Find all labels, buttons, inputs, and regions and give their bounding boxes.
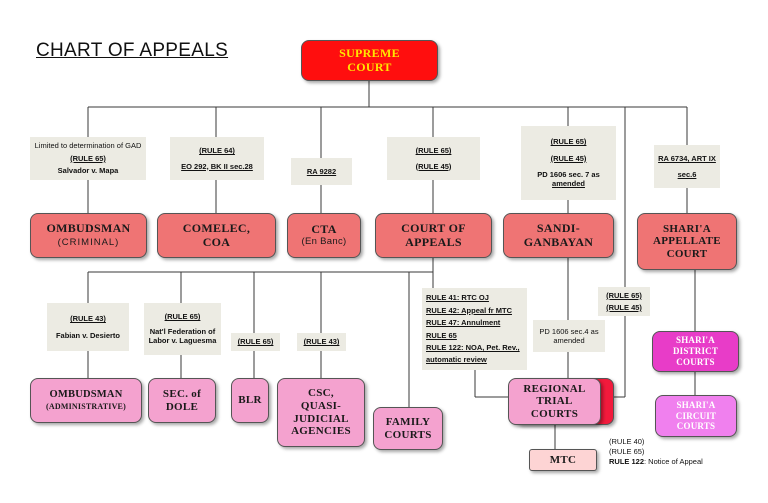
- note-cta: RA 9282: [291, 158, 352, 185]
- family-courts-box: FAMILY COURTS: [373, 407, 443, 450]
- ombudsman-administrative-box: OMBUDSMAN (ADMINISTRATIVE): [30, 378, 142, 423]
- note-ombudsman-admin: (RULE 43) Fabian v. Desierto: [47, 303, 129, 351]
- page-title: CHART OF APPEALS: [36, 40, 229, 61]
- note-shari-appellate: RA 6734, ART IX sec.6: [654, 145, 720, 188]
- blr-box: BLR: [231, 378, 269, 423]
- note-sec-dole: (RULE 65) Nat'l Federation of Labor v. L…: [144, 303, 221, 355]
- sandiganbayan-box: SANDI- GANBAYAN: [503, 213, 614, 258]
- note-rtc-rules: RULE 41: RTC OJ RULE 42: Appeal fr MTC R…: [422, 288, 527, 370]
- court-of-appeals-box: COURT OF APPEALS: [375, 213, 492, 258]
- note-comelec-coa: (RULE 64) EO 292, BK II sec.28: [170, 137, 264, 180]
- note-ombudsman-criminal: Limited to determination of GAD (RULE 65…: [30, 137, 146, 180]
- mtc-box: MTC: [529, 449, 597, 471]
- shari-appellate-court-box: SHARI'A APPELLATE COURT: [637, 213, 737, 270]
- supreme-court-box: SUPREME COURT: [301, 40, 438, 81]
- shari-district-courts-box: SHARI'A DISTRICT COURTS: [652, 331, 739, 372]
- note-court-of-appeals: (RULE 65) (RULE 45): [387, 137, 480, 180]
- note-csc: (RULE 43): [297, 333, 346, 351]
- note-mtc: (RULE 40) (RULE 65) RULE 122: Notice of …: [609, 437, 703, 466]
- csc-quasi-judicial-box: CSC, QUASI- JUDICIAL AGENCIES: [277, 378, 365, 447]
- note-rtc-sandiganbayan: PD 1606 sec.4 as amended: [533, 320, 605, 352]
- ombudsman-criminal-box: OMBUDSMAN (CRIMINAL): [30, 213, 147, 258]
- shari-circuit-courts-box: SHARI'A CIRCUIT COURTS: [655, 395, 737, 437]
- comelec-coa-box: COMELEC, COA: [157, 213, 276, 258]
- cta-box: CTA (En Banc): [287, 213, 361, 258]
- note-sandiganbayan: (RULE 65) (RULE 45) PD 1606 sec. 7 as am…: [521, 126, 616, 200]
- sec-of-dole-box: SEC. of DOLE: [148, 378, 216, 423]
- note-blr: (RULE 65): [231, 333, 280, 351]
- regional-trial-courts-box: REGIONAL TRIAL COURTS: [508, 378, 601, 425]
- note-rtc-supreme: (RULE 65) (RULE 45): [598, 287, 650, 316]
